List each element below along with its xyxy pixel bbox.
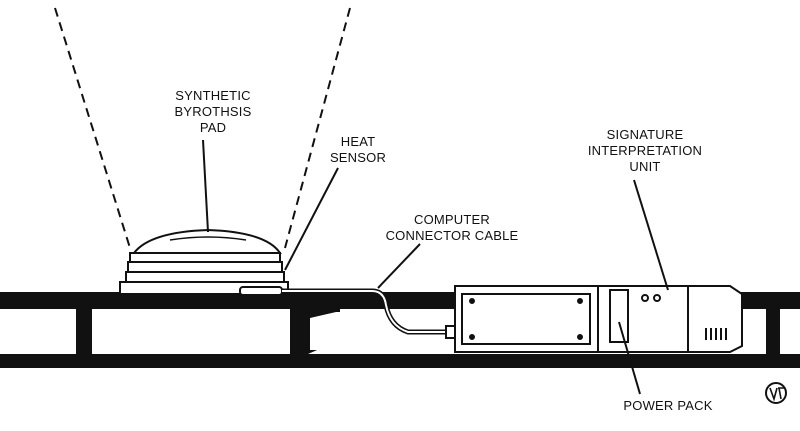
leader-lines xyxy=(202,139,669,395)
signature-interpretation-unit xyxy=(454,285,743,353)
floor-opening-center xyxy=(96,312,286,350)
siu-vent xyxy=(705,328,727,340)
siu-screw-2 xyxy=(577,298,583,304)
floor-support-left xyxy=(76,305,92,357)
label-computer-connector-cable: COMPUTER CONNECTOR CABLE xyxy=(385,212,519,243)
leader-heat-sensor xyxy=(284,167,339,271)
floor-bottom-beam xyxy=(0,354,800,368)
label-signature-interpretation-unit: SIGNATURE INTERPRETATION UNIT xyxy=(587,127,703,174)
siu-screw-1 xyxy=(469,298,475,304)
connector-cable-inner xyxy=(282,290,448,333)
monogram-ring xyxy=(765,382,787,404)
floor-opening-right-bevel xyxy=(310,312,460,318)
pad-ring-1 xyxy=(125,271,285,283)
floor-opening-far xyxy=(740,312,762,350)
artist-monogram-icon xyxy=(765,382,787,404)
floor-support-right xyxy=(766,305,780,357)
siu-light-2 xyxy=(653,294,661,302)
leader-cable xyxy=(377,243,421,289)
floor-opening-left xyxy=(14,312,72,350)
siu-light-1 xyxy=(641,294,649,302)
power-pack xyxy=(609,289,629,343)
field-line-right xyxy=(284,7,351,249)
label-synthetic-byrothsis-pad: SYNTHETIC BYROTHSIS PAD xyxy=(174,88,252,135)
leader-pad xyxy=(202,139,209,233)
pad-dome xyxy=(131,228,282,254)
leader-siu xyxy=(633,179,669,291)
label-power-pack: POWER PACK xyxy=(623,398,713,413)
monogram-glyph xyxy=(769,387,784,402)
pad-dome-highlight xyxy=(169,236,247,241)
byrothsis-pad xyxy=(119,228,289,295)
floor-support-mid xyxy=(290,305,308,357)
pad-ring-2 xyxy=(127,261,283,273)
leader-power-pack xyxy=(618,321,641,395)
siu-panel xyxy=(461,293,591,345)
sensor-body xyxy=(239,286,283,296)
heat-sensor xyxy=(239,286,283,296)
siu-screw-3 xyxy=(469,334,475,340)
pad-ring-3 xyxy=(129,252,281,263)
emission-field xyxy=(54,7,351,249)
label-heat-sensor: HEAT SENSOR xyxy=(329,134,387,165)
field-line-left xyxy=(54,7,131,249)
siu-screw-4 xyxy=(577,334,583,340)
